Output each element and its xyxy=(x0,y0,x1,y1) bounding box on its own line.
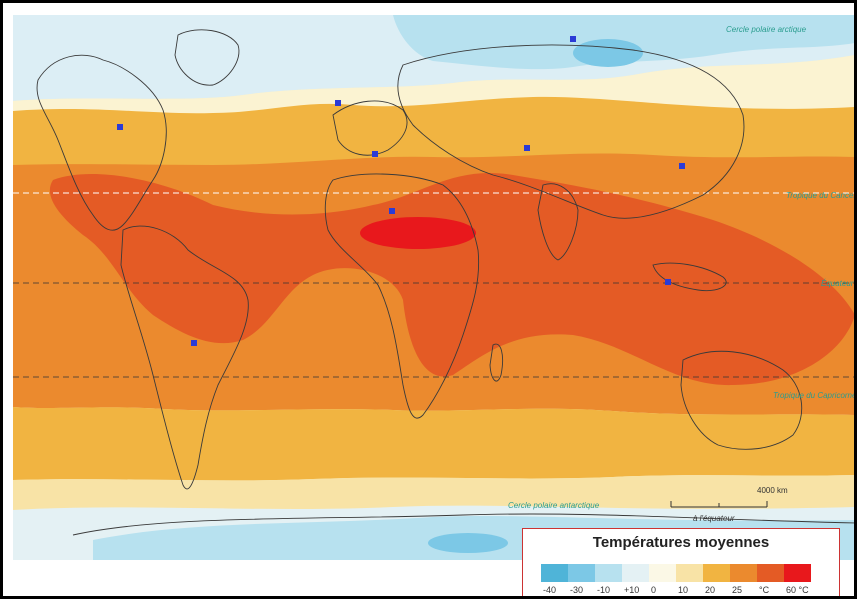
legend-tick-label: -30 xyxy=(570,585,584,595)
legend-swatch xyxy=(622,564,649,582)
city-dot xyxy=(524,145,530,151)
asia-outline xyxy=(397,44,745,219)
europe-outline xyxy=(332,100,408,156)
legend-tick-label: 20 xyxy=(705,585,716,595)
city-dot xyxy=(679,163,685,169)
city-dot xyxy=(372,151,378,157)
legend-ticks: -40 -30 -10 +10 0 10 20 25 °C 60 °C xyxy=(541,585,841,596)
label-tropic-cancer: Tropique du Cancer xyxy=(786,191,857,200)
zone-antarctic-cold xyxy=(428,533,508,553)
south-america-outline xyxy=(120,225,249,490)
zone-warm-south xyxy=(13,407,854,481)
scale-label: à l'équateur xyxy=(693,514,735,523)
legend-swatch xyxy=(757,564,784,582)
legend-swatch xyxy=(595,564,622,582)
legend-swatch xyxy=(649,564,676,582)
city-markers xyxy=(117,36,685,346)
scale-distance: 4000 km xyxy=(757,486,788,495)
legend-swatch xyxy=(568,564,595,582)
legend-swatch xyxy=(541,564,568,582)
legend-swatch xyxy=(784,564,811,582)
africa-outline xyxy=(324,173,480,419)
legend-tick-label: 0 xyxy=(651,585,657,595)
legend-swatch xyxy=(676,564,703,582)
zone-hot-core xyxy=(49,173,854,386)
legend-title: Températures moyennes xyxy=(592,534,770,551)
city-dot xyxy=(665,279,671,285)
zone-siberia-cold xyxy=(573,39,643,67)
city-dot xyxy=(570,36,576,42)
label-equator: Équateur xyxy=(821,279,854,288)
north-america-outline xyxy=(36,54,167,231)
zone-pale-band xyxy=(13,55,854,114)
legend-tick-label: -40 xyxy=(543,585,557,595)
world-temperature-map[interactable] xyxy=(13,15,855,560)
city-dot xyxy=(389,208,395,214)
coastlines xyxy=(36,29,854,536)
legend-tick-label: 60 °C xyxy=(786,585,809,595)
label-tropic-capricorn: Tropique du Capricorne xyxy=(773,391,857,400)
legend-swatch xyxy=(730,564,757,582)
city-dot xyxy=(335,100,341,106)
city-dot xyxy=(117,124,123,130)
greenland-outline xyxy=(174,29,240,86)
australia-outline xyxy=(680,350,803,450)
legend-tick-label: °C xyxy=(759,585,770,595)
legend-tick-label: 10 xyxy=(678,585,689,595)
madagascar-outline xyxy=(489,343,504,382)
scale-bar xyxy=(670,501,768,508)
label-arctic-circle: Cercle polaire arctique xyxy=(726,25,807,34)
legend-swatch xyxy=(703,564,730,582)
city-dot xyxy=(191,340,197,346)
legend-tick-label: -10 xyxy=(597,585,611,595)
legend-swatches xyxy=(541,564,811,582)
legend-tick-label: 25 xyxy=(732,585,743,595)
legend-tick-label: +10 xyxy=(624,585,640,595)
antarctica-outline xyxy=(72,513,854,536)
legend-box: Températures moyennes -40 -30 -10 +10 0 10 20 2… xyxy=(522,528,841,596)
zone-sahara-extreme xyxy=(360,217,476,249)
label-antarctic-circle: Cercle polaire antarctique xyxy=(508,501,600,510)
india-outline xyxy=(537,183,579,261)
